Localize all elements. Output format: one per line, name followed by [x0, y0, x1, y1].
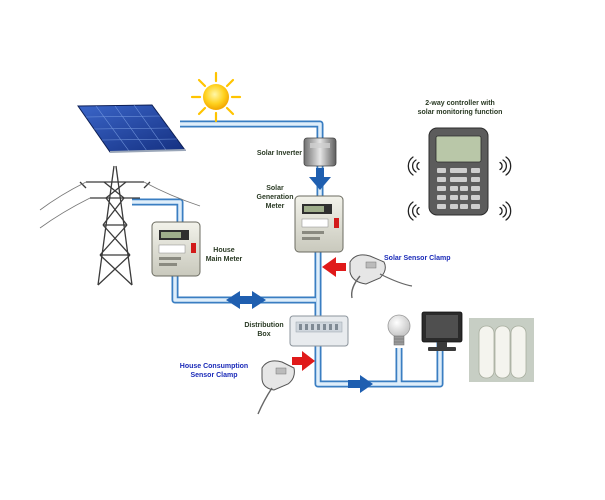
radiator-heater-icon	[469, 318, 534, 382]
bidirectional-grid-arrow	[226, 291, 266, 309]
wiring-pipes	[132, 120, 444, 388]
solar-inverter-label: Solar Inverter	[238, 149, 302, 158]
house-main-line2: Main Meter	[205, 256, 243, 263]
house-consumption-clamp-icon	[257, 360, 295, 415]
wireless-signal-icon	[407, 156, 512, 221]
house-consumption-line2: Sensor Clamp	[190, 372, 238, 379]
inverter-icon	[303, 137, 337, 167]
distribution-box-label: Distribution Box	[236, 321, 292, 339]
power-pylon-icon	[39, 165, 201, 286]
solar-generation-meter-icon	[294, 195, 344, 253]
solar-panel-icon	[77, 104, 186, 153]
solar-sensor-clamp-label: Solar Sensor Clamp	[384, 254, 474, 263]
solar-sensor-clamp-text: Solar Sensor Clamp	[384, 255, 451, 262]
distribution-box-icon	[289, 315, 349, 347]
solar-gen-line2: Generation	[256, 194, 294, 201]
computer-monitor-icon	[421, 311, 463, 351]
arrow-house-clamp	[292, 351, 315, 371]
distribution-line1: Distribution	[244, 322, 284, 329]
house-main-line1: House	[213, 247, 235, 254]
solar-sensor-clamp-icon	[349, 254, 413, 299]
house-consumption-line1: House Consumption	[179, 363, 249, 370]
distribution-line2: Box	[257, 331, 271, 338]
light-bulb-icon	[387, 314, 411, 346]
solar-gen-line3: Meter	[265, 203, 285, 210]
solar-gen-line1: Solar	[266, 185, 284, 192]
handheld-controller-icon	[428, 127, 489, 216]
solar-inverter-text: Solar Inverter	[256, 150, 302, 157]
controller-label-line2: solar monitoring function	[417, 109, 503, 116]
controller-label: 2-way controller with solar monitoring f…	[400, 99, 520, 117]
arrow-to-appliances	[348, 375, 373, 393]
house-main-meter-label: House Main Meter	[200, 246, 248, 264]
solar-generation-meter-label: Solar Generation Meter	[250, 184, 300, 211]
arrow-solar-clamp	[322, 257, 346, 277]
arrow-inverter-to-meter	[309, 168, 331, 190]
house-consumption-clamp-label: House Consumption Sensor Clamp	[172, 362, 256, 380]
controller-label-line1: 2-way controller with	[425, 100, 495, 107]
house-main-meter-icon	[151, 221, 201, 277]
sun-icon	[190, 71, 242, 123]
